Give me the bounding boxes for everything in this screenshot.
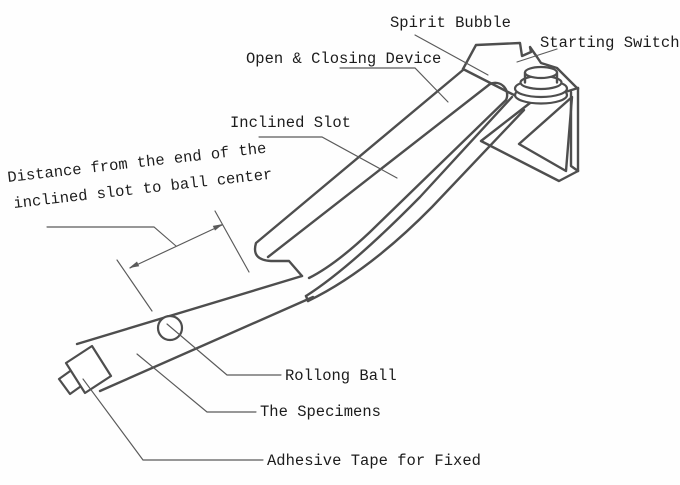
dimension-arrowhead-right bbox=[212, 224, 223, 231]
dimension-line bbox=[129, 224, 223, 269]
extension-line-ball-center bbox=[116, 259, 153, 312]
switch-knob bbox=[513, 65, 569, 105]
clamp-block bbox=[64, 344, 113, 395]
label-starting-switch: Starting Switch bbox=[540, 34, 680, 52]
top-plate-outline bbox=[461, 41, 580, 91]
labels: Spirit Bubble Starting Switch Open & Clo… bbox=[7, 14, 680, 470]
inclined-slot-left-edge bbox=[266, 82, 492, 259]
leader-open-closing-device bbox=[339, 67, 449, 103]
leader-spirit-bubble bbox=[414, 34, 489, 76]
label-rolling-ball: Rollong Ball bbox=[285, 367, 397, 385]
device-drawing bbox=[57, 41, 580, 396]
specimen-plate bbox=[57, 274, 315, 396]
bracket-sloped-plate bbox=[479, 101, 580, 183]
label-open-closing-device: Open & Closing Device bbox=[246, 50, 441, 68]
label-inclined-slot: Inclined Slot bbox=[230, 114, 351, 132]
ramp-side-face-upper bbox=[304, 95, 514, 298]
dimension-arrowhead-left bbox=[129, 261, 140, 268]
annotations bbox=[46, 34, 558, 461]
bracket-gusset-triangle bbox=[517, 95, 574, 173]
inclined-slot-right-edge bbox=[307, 98, 508, 280]
knob-top-cap bbox=[523, 65, 559, 80]
leader-specimens bbox=[136, 353, 257, 413]
leader-distance-note bbox=[46, 226, 177, 247]
rolling-ball-circle bbox=[156, 314, 184, 342]
label-spirit-bubble: Spirit Bubble bbox=[390, 14, 511, 32]
ramp-body bbox=[253, 68, 526, 303]
ramp-side-face-lower bbox=[306, 108, 526, 303]
ramp-left-edge-and-hook bbox=[253, 68, 465, 278]
specimen-bottom-edge bbox=[98, 295, 315, 393]
leader-starting-switch bbox=[516, 48, 558, 63]
extension-line-slot-end bbox=[214, 210, 250, 273]
leader-adhesive-tape bbox=[82, 378, 264, 461]
label-specimens: The Specimens bbox=[260, 403, 381, 421]
leader-inclined-slot bbox=[258, 136, 398, 179]
label-adhesive-tape: Adhesive Tape for Fixed bbox=[267, 452, 481, 470]
leader-rolling-ball bbox=[166, 323, 282, 376]
dimension-arrow bbox=[116, 210, 250, 312]
specimen-top-edge bbox=[75, 274, 304, 346]
inclined-slot-top-cap bbox=[488, 81, 509, 102]
